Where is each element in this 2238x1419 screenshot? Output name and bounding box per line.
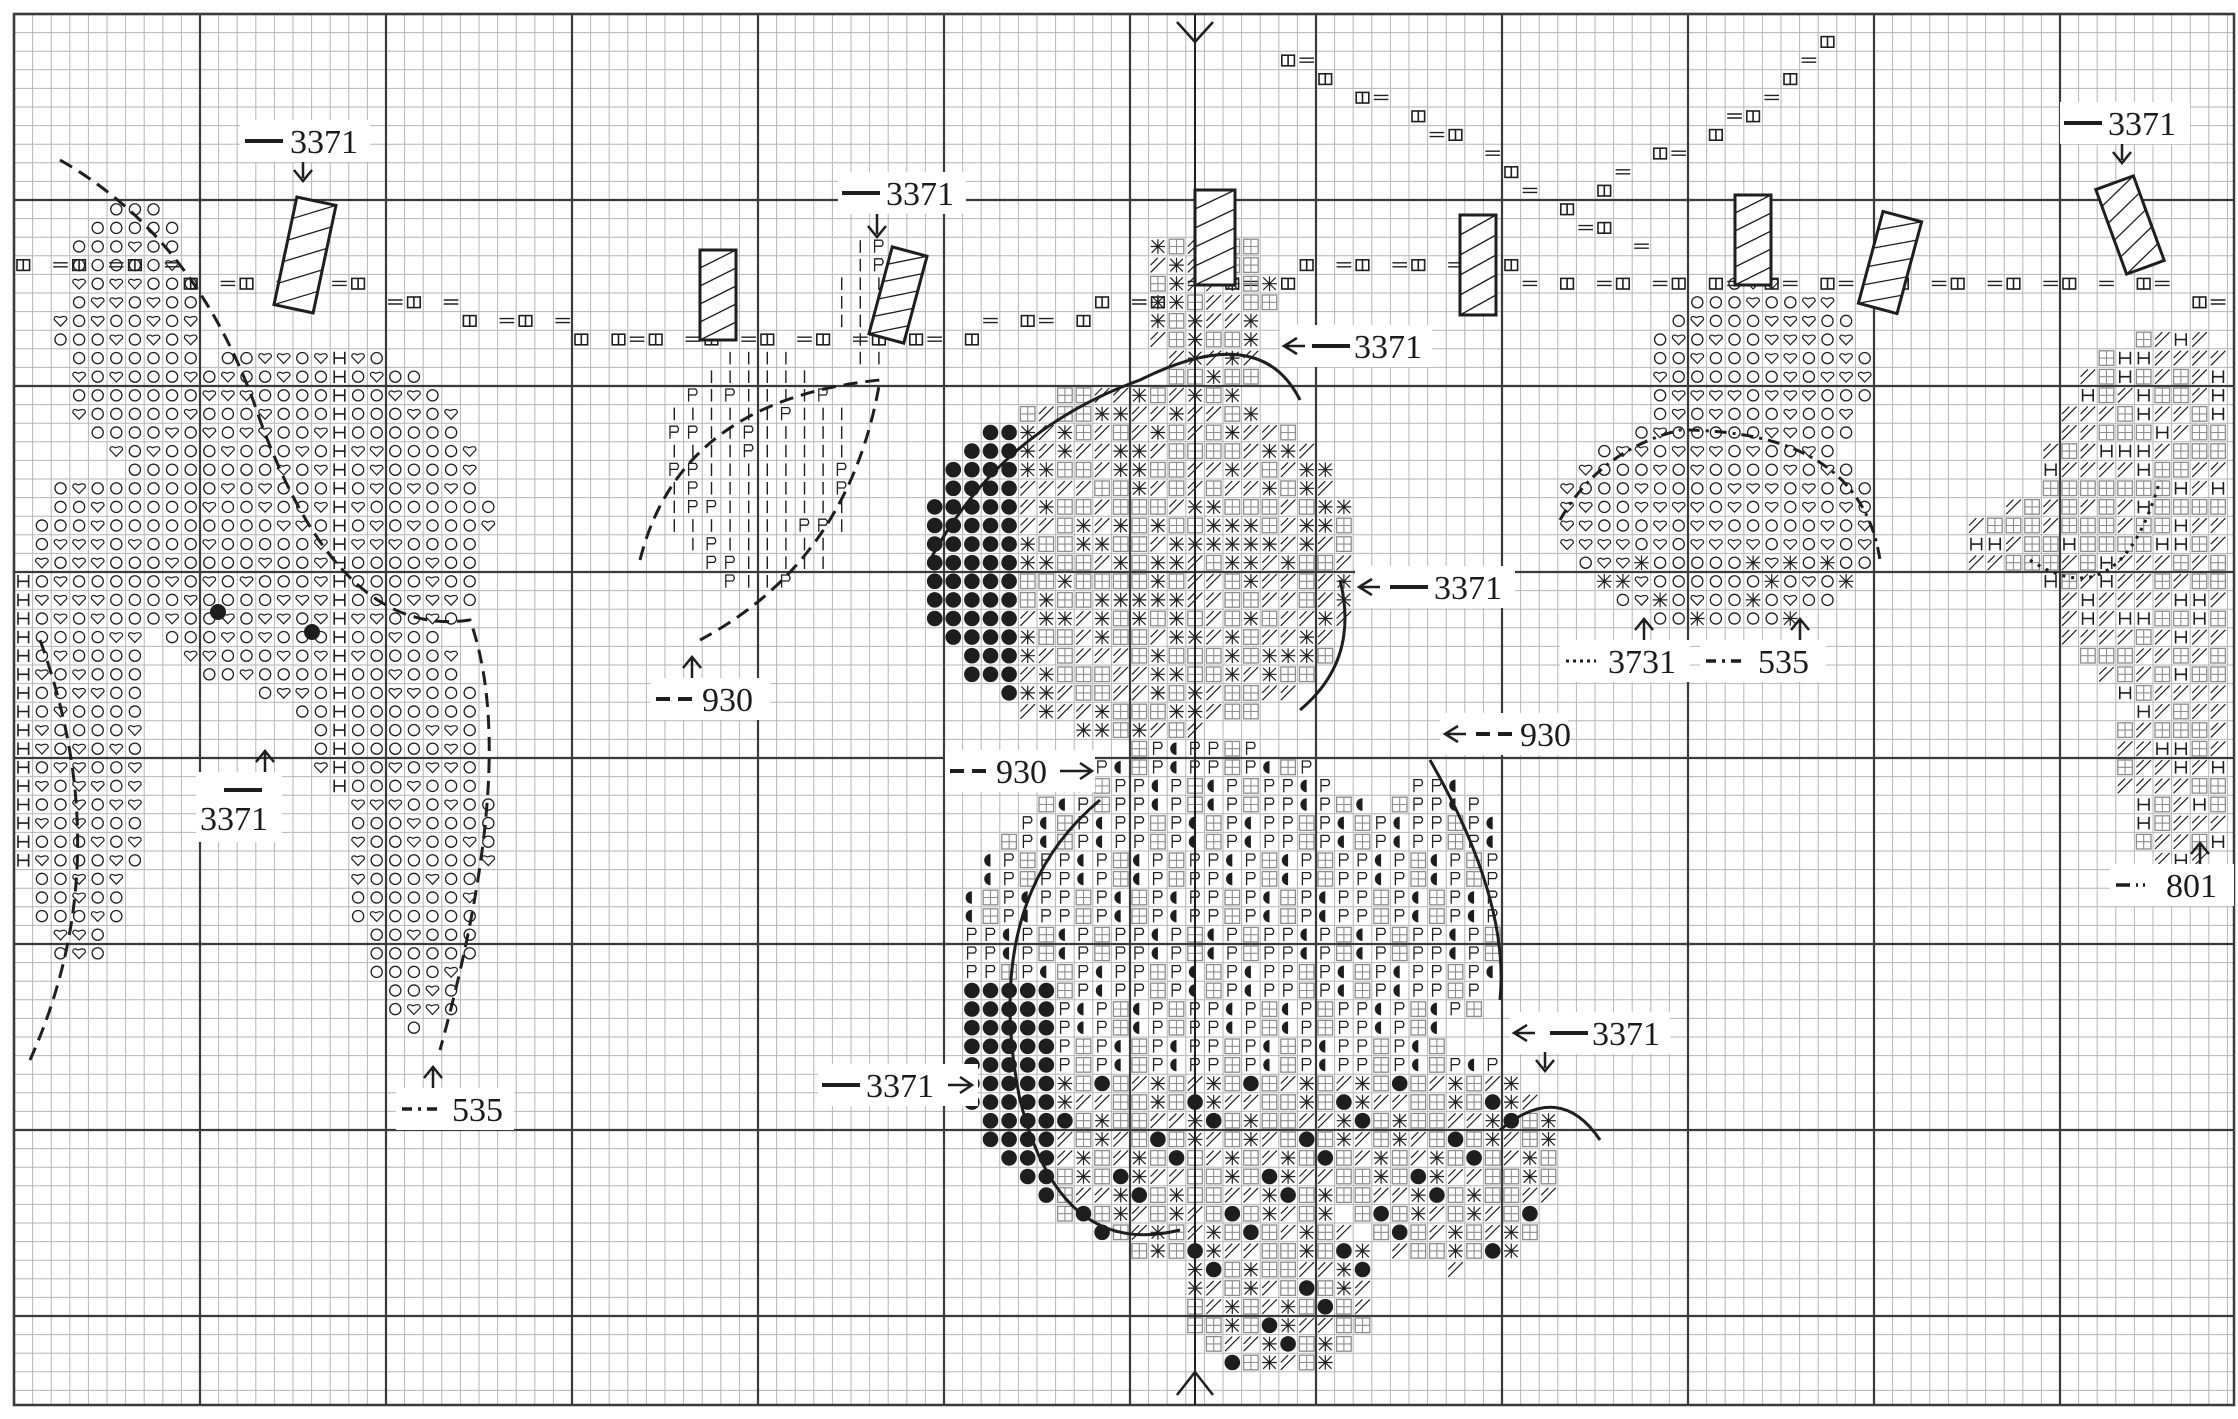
- left-bunny-eye: [304, 624, 320, 640]
- callout-code: 535: [1758, 644, 1809, 681]
- callout-code: 930: [702, 682, 753, 719]
- clothes-peg: [1735, 195, 1771, 285]
- left-bunny-eye: [210, 604, 226, 620]
- clothes-peg: [1460, 215, 1496, 315]
- callout-code: 801: [2166, 868, 2217, 905]
- callout-c5: 3371: [1355, 566, 1515, 608]
- callout-c11: 930: [945, 750, 1095, 792]
- callout-code: 3371: [290, 124, 358, 161]
- callout-code: 535: [452, 1092, 503, 1129]
- callout-code: 3371: [866, 1068, 934, 1105]
- callout-code: 930: [996, 754, 1047, 791]
- callout-c10: 930: [1440, 713, 1571, 755]
- callout-c4: 3371: [1280, 325, 1432, 367]
- callout-c8: 3371: [818, 1064, 978, 1106]
- callout-code: 3371: [886, 176, 954, 213]
- callout-code: 3371: [1354, 329, 1422, 366]
- callout-code: 3371: [1434, 570, 1502, 607]
- callout-code: 3371: [1592, 1016, 1660, 1053]
- clothes-peg: [1195, 190, 1235, 285]
- clothes-peg: [700, 250, 736, 340]
- callout-code: 3731: [1608, 644, 1676, 681]
- callout-code: 3371: [2108, 106, 2176, 143]
- callout-code: 3371: [200, 801, 268, 838]
- callout-code: 930: [1520, 717, 1571, 754]
